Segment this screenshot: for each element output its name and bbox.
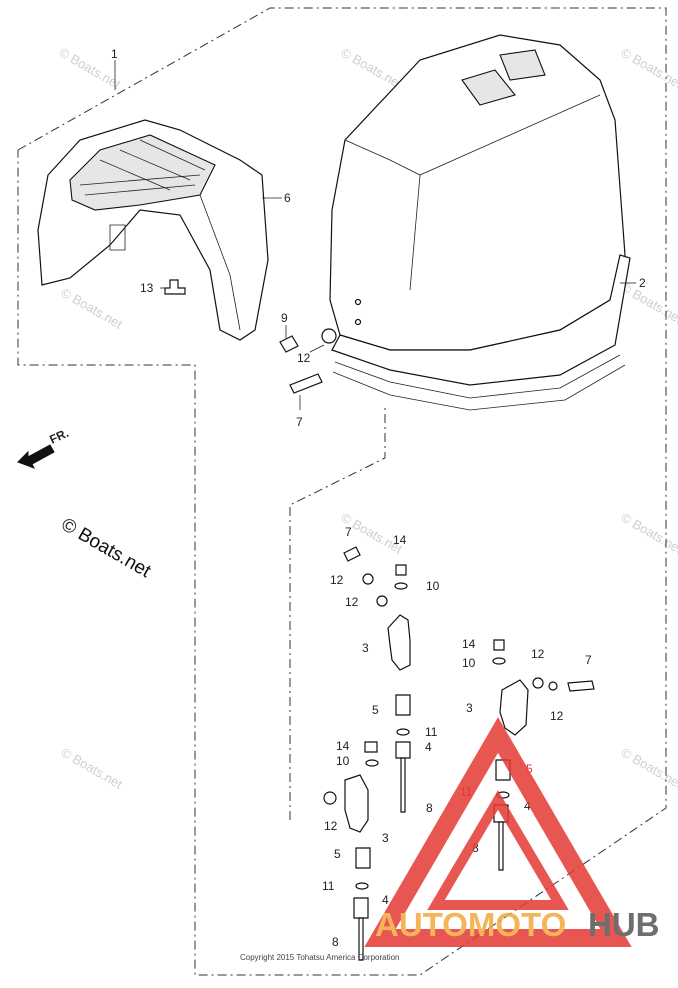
callout-12: 12 [550, 709, 564, 723]
logo-triangle-inner [427, 790, 569, 910]
boats-copyright-watermark: © Boats.net [58, 514, 155, 582]
logo-text-hub: HUB [588, 906, 660, 943]
callout-14: 14 [336, 739, 350, 753]
callout-numbers: 1 2 6 13 9 12 7 7 14 12 10 12 3 5 11 4 1… [111, 47, 646, 949]
watermark: © Boats.net [619, 745, 678, 792]
automotohub-logo: AUTOMOTO HUB [364, 717, 660, 947]
callout-12: 12 [345, 595, 359, 609]
callout-12: 12 [297, 351, 311, 365]
watermark: © Boats.net [619, 510, 678, 557]
callout-3: 3 [382, 831, 389, 845]
callout-3: 3 [466, 701, 473, 715]
leader-lines [114, 60, 636, 410]
callout-7: 7 [345, 525, 352, 539]
callout-4: 4 [524, 799, 531, 813]
callout-8: 8 [426, 801, 433, 815]
callout-6: 6 [284, 191, 291, 205]
callout-5: 5 [526, 762, 533, 776]
watermark: © Boats.net [59, 745, 126, 792]
callout-2: 2 [639, 276, 646, 290]
callout-12: 12 [324, 819, 338, 833]
callout-13: 13 [140, 281, 154, 295]
callout-8: 8 [332, 935, 339, 949]
latch-assembly-1 [343, 546, 411, 813]
logo-triangle [364, 717, 632, 947]
callout-5: 5 [372, 703, 379, 717]
part-2-top-cowl [329, 34, 631, 411]
callout-12: 12 [531, 647, 545, 661]
copyright-footer: Copyright 2015 Tohatsu America Corporati… [240, 953, 400, 962]
callout-14: 14 [393, 533, 407, 547]
cowl-fasteners [279, 328, 337, 394]
callout-10: 10 [426, 579, 440, 593]
callout-10: 10 [336, 754, 350, 768]
callout-1: 1 [111, 47, 118, 61]
watermark: © Boats.net [59, 285, 126, 332]
front-arrow: FR. [17, 426, 71, 469]
callout-5: 5 [334, 847, 341, 861]
callout-4: 4 [425, 740, 432, 754]
callout-8: 8 [472, 841, 479, 855]
callout-10: 10 [462, 656, 476, 670]
callout-7: 7 [585, 653, 592, 667]
callout-11: 11 [322, 879, 335, 893]
callout-9: 9 [281, 311, 288, 325]
part-13-screw [164, 279, 186, 295]
callout-11: 11 [425, 725, 438, 739]
callout-12: 12 [330, 573, 344, 587]
sub-assembly-boundary [289, 405, 386, 820]
front-label: FR. [47, 426, 70, 447]
part-6-cover-bracket [37, 119, 269, 341]
watermark: © Boats.net [339, 45, 406, 92]
callout-14: 14 [462, 637, 476, 651]
assembly-boundary [17, 7, 667, 976]
watermark: © Boats.net [619, 280, 678, 327]
watermark: © Boats.net [619, 45, 678, 92]
callout-4: 4 [382, 893, 389, 907]
latch-assembly-2 [323, 741, 379, 961]
callout-7: 7 [296, 415, 303, 429]
callout-3: 3 [362, 641, 369, 655]
logo-text-automoto: AUTOMOTO [375, 906, 566, 943]
